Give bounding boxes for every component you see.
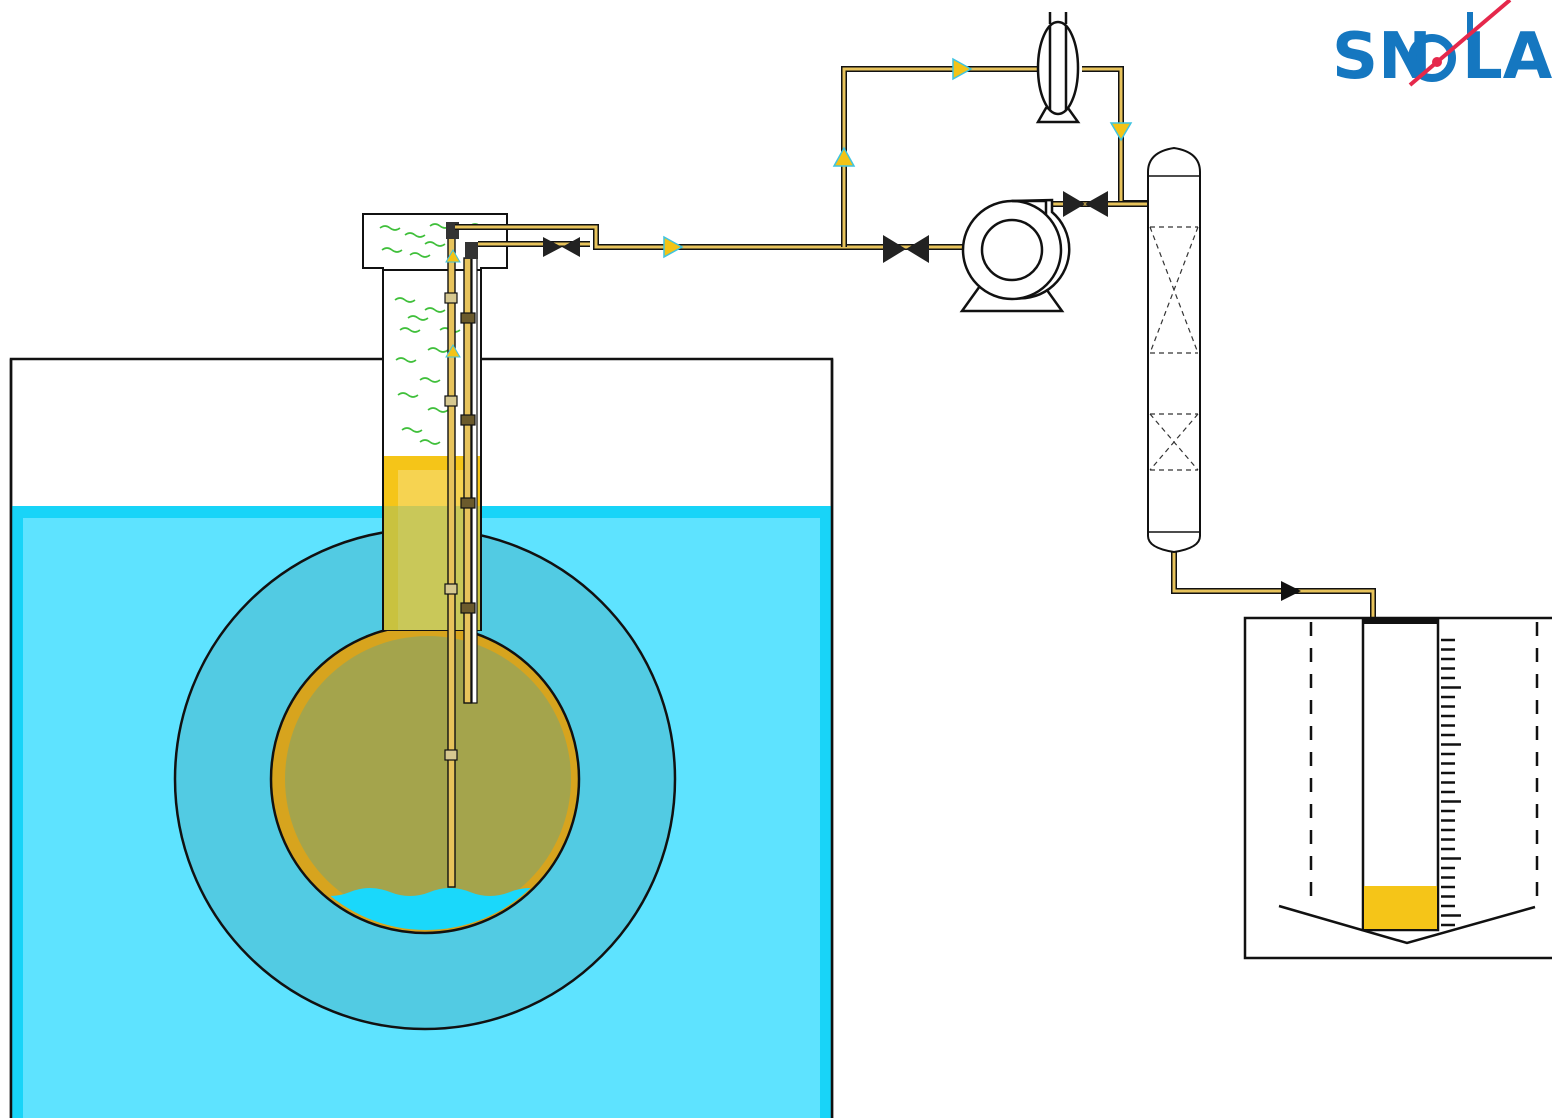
inner-tubes — [444, 222, 478, 888]
diaphragm-pump-icon — [1035, 12, 1081, 124]
flow-arrow-icon — [952, 57, 973, 81]
flow-arrow-icon — [832, 146, 856, 167]
graduated-cylinder-icon — [1361, 618, 1461, 932]
logo-text-left: SN — [1332, 20, 1432, 94]
vessel-liquid — [285, 636, 571, 922]
flow-arrows — [445, 57, 1301, 601]
logo-text-right: LA — [1462, 20, 1552, 94]
flow-arrow-icon — [445, 344, 461, 358]
gas-waves — [394, 297, 461, 445]
gate-valve-icon — [543, 237, 580, 257]
gate-valve-icon — [1063, 191, 1108, 217]
flow-arrow-icon — [445, 249, 461, 263]
packed-column-icon — [1147, 146, 1201, 554]
gate-valve-icon — [883, 235, 929, 263]
centrifugal-pump-icon — [959, 198, 1071, 313]
flow-arrow-icon — [1281, 581, 1301, 601]
snola-logo-icon: SN LA — [1332, 0, 1552, 94]
flow-arrow-icon — [663, 235, 684, 259]
flow-arrow-icon — [1109, 122, 1133, 142]
collected-liquid — [1364, 886, 1437, 929]
